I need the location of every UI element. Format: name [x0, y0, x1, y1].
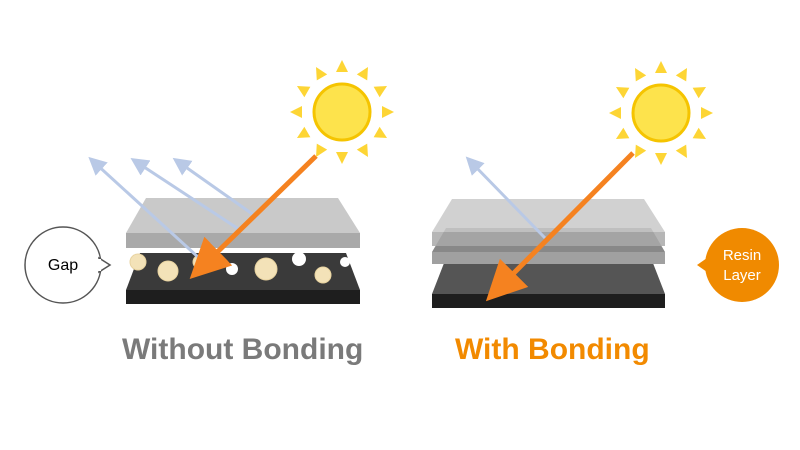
gap-callout — [24, 226, 112, 304]
resin-layer-label: Resin Layer — [722, 247, 762, 284]
right-panel-group — [432, 61, 779, 308]
resin-layer-callout — [697, 228, 779, 302]
without-bonding-caption: Without Bonding — [122, 333, 364, 366]
with-bonding-caption: With Bonding — [455, 333, 650, 366]
incident-light-arrow-icon — [189, 154, 318, 279]
sun-icon — [609, 61, 713, 165]
sun-icon — [290, 60, 394, 164]
gap-label: Gap — [47, 257, 79, 274]
right-display-panel — [432, 258, 665, 308]
incident-light-arrow-icon — [485, 151, 635, 302]
reflected-light-arrow-icon — [465, 156, 547, 240]
left-panel-group — [24, 60, 394, 304]
